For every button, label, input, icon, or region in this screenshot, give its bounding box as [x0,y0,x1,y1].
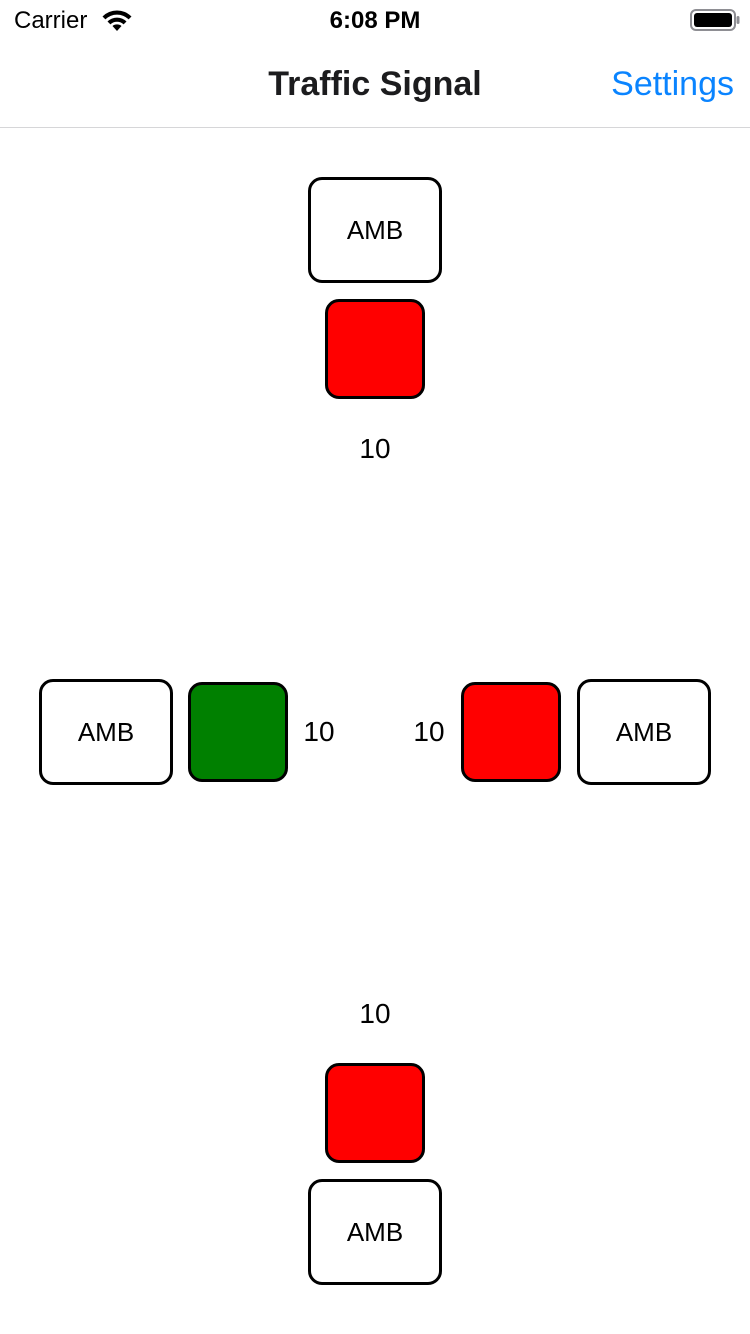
page-title: Traffic Signal [268,65,482,103]
battery-icon [690,9,740,31]
east-signal-light [461,682,561,782]
carrier-label: Carrier [14,7,88,34]
status-time: 6:08 PM [329,7,421,34]
east-amb-button[interactable]: AMB [577,679,711,785]
east-counter: 10 [413,716,445,747]
status-bar: Carrier 6:08 PM [0,0,750,40]
north-amb-button[interactable]: AMB [308,177,442,283]
south-amb-button[interactable]: AMB [308,1179,442,1285]
north-signal-light [325,299,425,399]
settings-button[interactable]: Settings [611,65,734,103]
west-amb-button[interactable]: AMB [39,679,173,785]
north-counter: 10 [359,433,391,464]
south-signal-light [325,1063,425,1163]
south-counter: 10 [359,998,391,1029]
west-counter: 10 [303,716,335,747]
wifi-icon [101,9,133,33]
west-signal-light [188,682,288,782]
navigation-bar: Traffic Signal Settings [0,40,750,128]
